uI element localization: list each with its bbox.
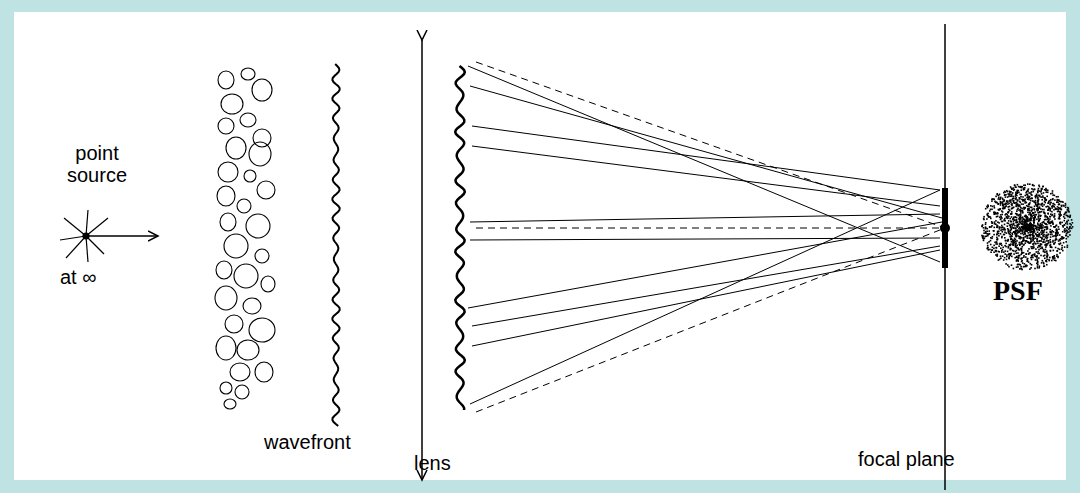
wavy-wavefront bbox=[455, 66, 465, 410]
lens-symbol bbox=[421, 40, 423, 480]
focus-point bbox=[940, 223, 950, 233]
ideal-rays bbox=[476, 62, 945, 412]
wavefront-lines bbox=[332, 64, 464, 426]
background-panel bbox=[14, 12, 1066, 480]
wavy-wavefront bbox=[332, 64, 339, 426]
part-label: point source bbox=[62, 142, 132, 186]
propagation-arrow bbox=[86, 235, 158, 237]
focal-plane-line bbox=[944, 24, 946, 490]
part-label: lens bbox=[414, 452, 451, 474]
psf-label: PSF bbox=[993, 276, 1043, 306]
rays bbox=[468, 66, 942, 404]
turbulence-cells bbox=[215, 68, 275, 409]
part-label: focal plane bbox=[858, 448, 955, 470]
part-label: wavefront bbox=[264, 431, 351, 453]
psf-speckle bbox=[981, 183, 1073, 270]
part-label: at ∞ bbox=[60, 266, 97, 288]
